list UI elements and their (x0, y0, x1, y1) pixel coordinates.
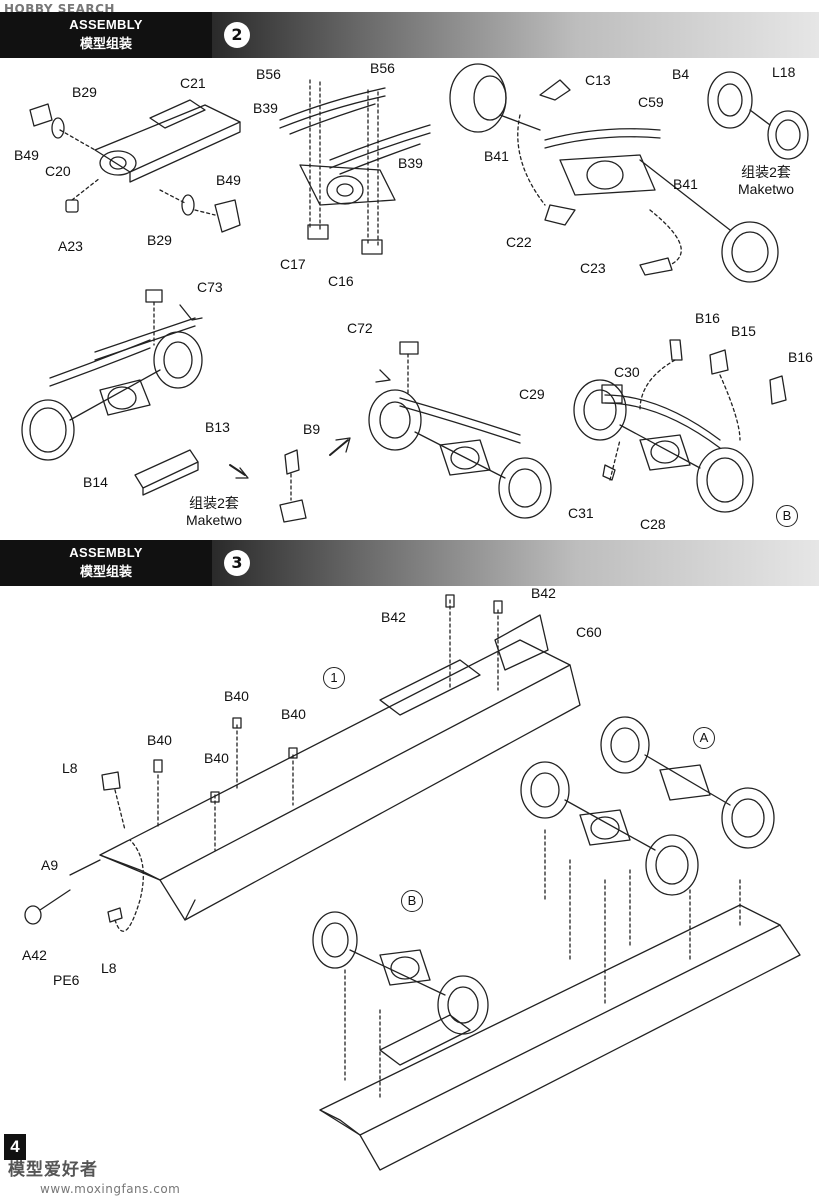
part-label: C20 (45, 163, 71, 179)
axle-with-wheels-group (449, 63, 809, 283)
part-label: C31 (568, 505, 594, 521)
callout-b: B (401, 890, 423, 912)
assembly-header-step-2: ASSEMBLY 模型组装 2 (0, 12, 819, 58)
part-label: C72 (347, 320, 373, 336)
assembly-title-block: ASSEMBLY 模型组装 (0, 540, 212, 586)
callout-1: 1 (323, 667, 345, 689)
part-label: B42 (531, 585, 556, 601)
part-label: B16 (788, 349, 813, 365)
part-label: B40 (204, 750, 229, 766)
assembly-title-en: ASSEMBLY (69, 545, 143, 560)
part-label: C60 (576, 624, 602, 640)
callout-b: B (776, 505, 798, 527)
make-two-zh: 组装2套 (189, 495, 239, 511)
part-label: PE6 (53, 972, 80, 988)
callout-a: A (693, 727, 715, 749)
part-label: L8 (62, 760, 78, 776)
part-label: B29 (72, 84, 97, 100)
part-label: B9 (303, 421, 321, 437)
part-label: B13 (205, 419, 230, 435)
moxingfans-url-watermark: www.moxingfans.com (40, 1182, 181, 1196)
part-label: C30 (614, 364, 640, 380)
make-two-en: Maketwo (186, 512, 243, 528)
part-label: B41 (673, 176, 698, 192)
assembly-title-zh: 模型组装 (79, 564, 132, 579)
chassis-frame-1-group (24, 594, 581, 932)
assembly-title-en: ASSEMBLY (69, 17, 143, 32)
part-label: B16 (695, 310, 720, 326)
part-label: B56 (256, 66, 281, 82)
part-label: C28 (640, 516, 666, 532)
header-gradient (212, 540, 819, 586)
part-label: L8 (101, 960, 117, 976)
part-label: C21 (180, 75, 206, 91)
make-two-zh: 组装2套 (741, 164, 791, 180)
part-label: B39 (398, 155, 423, 171)
assembled-axle-right-group (573, 339, 787, 513)
axle-parts-group (29, 99, 241, 233)
part-label: B42 (381, 609, 406, 625)
step-number: 3 (224, 550, 250, 576)
part-label: B40 (147, 732, 172, 748)
part-label: A23 (58, 238, 83, 254)
make-two-note: 组装2套 Maketwo (186, 495, 242, 529)
part-label: B15 (731, 323, 756, 339)
part-label: A9 (41, 857, 59, 873)
moxingfans-logo-watermark: 模型爱好者 (8, 1160, 98, 1180)
part-label: B40 (281, 706, 306, 722)
part-label: L18 (772, 64, 796, 80)
leaf-springs-group (279, 79, 431, 255)
part-label: B49 (216, 172, 241, 188)
part-label: C29 (519, 386, 545, 402)
part-label: C23 (580, 260, 606, 276)
part-label: C17 (280, 256, 306, 272)
part-label: B41 (484, 148, 509, 164)
part-label: B40 (224, 688, 249, 704)
assembly-title-zh: 模型组装 (79, 36, 132, 51)
b13-b14-part-group (134, 449, 249, 496)
step-number: 2 (224, 22, 250, 48)
part-label: B39 (253, 100, 278, 116)
part-label: C22 (506, 234, 532, 250)
assembled-axle-middle-group (368, 341, 552, 519)
part-label: C73 (197, 279, 223, 295)
make-two-en: Maketwo (738, 181, 795, 197)
assembly-title-block: ASSEMBLY 模型组装 (0, 12, 212, 58)
header-gradient (212, 12, 819, 58)
part-label: B14 (83, 474, 108, 490)
assembly-header-step-3: ASSEMBLY 模型组装 3 (0, 540, 819, 586)
part-label: C59 (638, 94, 664, 110)
part-label: B4 (672, 66, 690, 82)
page-number: 4 (4, 1134, 26, 1160)
part-label: C16 (328, 273, 354, 289)
part-label: A42 (22, 947, 47, 963)
part-label: B49 (14, 147, 39, 163)
assembled-axle-left-group (21, 289, 203, 461)
make-two-note: 组装2套 Maketwo (738, 164, 794, 198)
part-label: B29 (147, 232, 172, 248)
part-label: C13 (585, 72, 611, 88)
chassis-frame-2-group (312, 716, 801, 1171)
part-label: B56 (370, 60, 395, 76)
b9-part-group (279, 437, 351, 523)
